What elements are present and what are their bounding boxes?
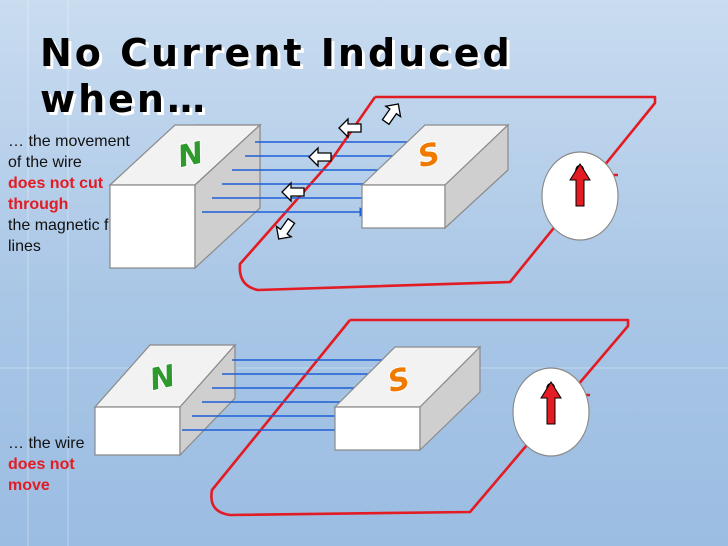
bottom-meter: 0 xyxy=(512,367,590,457)
title-line-2: when… xyxy=(40,77,208,121)
caption-bottom-text: … the wire xyxy=(8,435,85,452)
bottom-north-magnet xyxy=(93,343,237,457)
hollow-arrow-icon xyxy=(281,181,305,203)
meter-needle-icon xyxy=(540,381,562,425)
hollow-arrow-icon xyxy=(308,146,332,168)
meter-needle-icon xyxy=(569,163,591,207)
top-north-block xyxy=(108,123,262,270)
top-motion-arrows xyxy=(275,103,402,240)
top-diagram: N S xyxy=(108,95,657,292)
title-line-1: No Current Induced xyxy=(40,31,513,75)
top-meter: 0 xyxy=(541,151,619,241)
caption-top: … the movement of the wire does not cut … xyxy=(8,131,143,257)
bottom-diagram: N S 0 xyxy=(93,318,630,517)
bottom-field-lines xyxy=(182,355,396,435)
hollow-arrow-icon xyxy=(275,217,296,240)
caption-bottom: … the wire does not move xyxy=(8,433,118,496)
caption-bottom-emphasis: does not move xyxy=(8,456,75,494)
top-south-magnet xyxy=(360,123,510,230)
page-title: No Current Induced when… xyxy=(40,30,513,122)
hollow-arrow-icon xyxy=(338,117,362,139)
bottom-south-magnet xyxy=(333,345,482,452)
caption-top-text: … the movement of the wire xyxy=(8,133,130,171)
caption-top-text-end: the magnetic field lines xyxy=(8,217,134,255)
hollow-arrow-icon xyxy=(381,103,402,126)
caption-top-emphasis: does not cut through xyxy=(8,175,104,213)
